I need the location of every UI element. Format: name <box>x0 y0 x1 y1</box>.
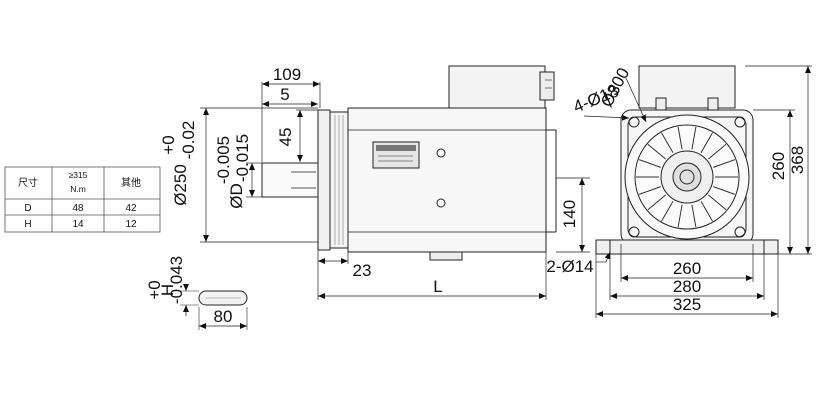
table-row-h-v1: 14 <box>72 219 84 230</box>
dim-280: 280 <box>673 277 701 296</box>
fan-spoke <box>713 186 736 195</box>
fan-spoke <box>647 194 666 211</box>
dim-h-tol-down: -0.043 <box>167 256 186 304</box>
dim-368: 368 <box>788 146 807 174</box>
fan-spoke <box>677 204 683 228</box>
side-view-dim-lines <box>200 81 590 300</box>
dim-45: 45 <box>276 128 295 147</box>
motor-side-view <box>261 65 557 261</box>
dim-l: L <box>433 277 442 296</box>
spec-table <box>4 166 161 233</box>
dim-h: H <box>158 284 177 296</box>
fan-spoke <box>638 159 661 168</box>
fan-spoke <box>677 126 683 150</box>
fan-spoke <box>647 143 666 160</box>
table-header-unit: N.m <box>70 184 86 194</box>
dim-325: 325 <box>673 295 701 314</box>
dim-4-phi18: 4-Ø18 <box>570 81 621 116</box>
table-row-d-v2: 42 <box>125 203 137 214</box>
motor-front-view <box>595 65 779 255</box>
dim-260-height: 260 <box>769 152 788 180</box>
dim-phi-d-tol-down: -0.015 <box>233 134 252 182</box>
fan-spoke <box>708 194 727 211</box>
dim-phi250-tol-up: +0 <box>159 135 178 154</box>
keyway-detail <box>180 284 248 330</box>
dim-109: 109 <box>273 65 301 84</box>
front-view-dim-lines <box>583 65 812 318</box>
dim-h-tol-up: +0 <box>145 280 164 299</box>
table-row-h-v2: 12 <box>125 219 137 230</box>
fan-spoke <box>700 200 713 222</box>
fan-spokes <box>636 126 738 228</box>
table-row-d-v1: 48 <box>72 203 84 214</box>
dim-phi-d: ØD <box>227 183 246 209</box>
dim-5: 5 <box>280 85 289 104</box>
table-header-other: 其他 <box>121 176 141 189</box>
dim-phi250: Ø250 <box>171 164 190 206</box>
dim-phi250-tol-down: -0.02 <box>179 121 198 160</box>
fan-spoke <box>713 159 736 168</box>
dim-phi-d-tol-up: -0.005 <box>214 136 233 184</box>
dim-keyway-80: 80 <box>214 307 233 326</box>
dim-260-width: 260 <box>673 259 701 278</box>
dim-2-phi14: 2-Ø14 <box>546 257 593 276</box>
fan-spoke <box>638 186 661 195</box>
fan-spoke <box>700 132 713 154</box>
dim-23: 23 <box>353 261 372 280</box>
dim-140: 140 <box>560 200 579 228</box>
table-row-h-label: H <box>24 219 31 230</box>
fan-spoke <box>661 200 674 222</box>
table-header-size: 尺寸 <box>18 176 38 189</box>
fan-spoke <box>708 143 727 160</box>
fan-spoke <box>661 132 674 154</box>
table-row-d-label: D <box>24 203 31 214</box>
fan-spoke <box>691 204 697 228</box>
fan-spoke <box>691 126 697 150</box>
table-header-torque: ≥315 <box>69 170 88 180</box>
